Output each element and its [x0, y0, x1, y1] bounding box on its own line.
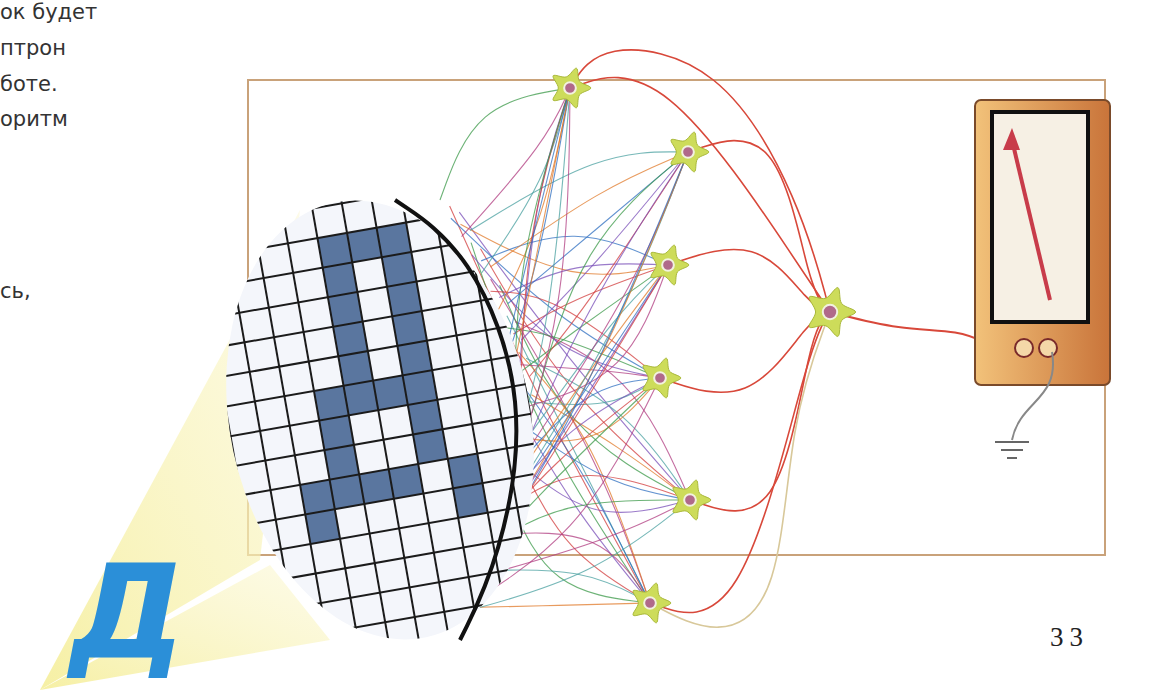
grid-line — [152, 368, 615, 450]
grid-line — [131, 250, 594, 332]
fibre — [530, 152, 688, 377]
grid-line — [183, 546, 646, 628]
grid-line — [531, 68, 646, 693]
neuron — [553, 68, 591, 108]
grid-line — [126, 221, 589, 303]
axon-wire — [690, 312, 830, 511]
grid-line — [204, 664, 667, 693]
fibre — [532, 152, 688, 413]
grid-line — [561, 63, 676, 693]
grid-line — [206, 126, 321, 693]
grid-line — [265, 115, 380, 693]
grid-line — [110, 132, 573, 214]
grid-line — [136, 280, 599, 362]
grid-line — [177, 131, 292, 693]
grid-line — [157, 398, 620, 480]
axon-wire — [650, 312, 830, 627]
fibre — [481, 236, 668, 265]
grid-line — [413, 89, 528, 693]
neuron — [633, 583, 671, 623]
fibre — [531, 395, 690, 500]
grid-line — [94, 43, 557, 125]
grid-line — [173, 487, 636, 569]
neuron — [671, 132, 709, 172]
grid-line — [178, 516, 641, 598]
body-text-fragment: ок будет — [0, 0, 97, 25]
grid-line — [121, 191, 584, 273]
axon-wire — [688, 141, 830, 312]
input-letter: Д — [70, 548, 186, 678]
ground-wire — [1012, 352, 1053, 440]
grid-line — [502, 74, 617, 693]
fibre — [499, 264, 668, 298]
meter — [975, 100, 1110, 385]
neuron — [651, 245, 689, 285]
grid-line — [199, 634, 662, 693]
fibre — [505, 328, 660, 378]
grid-line — [147, 339, 610, 421]
grid-line — [105, 103, 568, 185]
grid-line — [141, 309, 604, 391]
grid-line — [193, 605, 656, 687]
wires — [570, 50, 990, 627]
page-number: 33 — [1050, 622, 1089, 653]
fibre — [490, 152, 688, 267]
body-text-fragment: оритм — [0, 107, 68, 132]
grid-line — [324, 105, 439, 693]
fibre — [462, 88, 570, 237]
grid-line — [472, 79, 587, 693]
neuron — [673, 480, 711, 520]
grid-line — [115, 162, 578, 244]
grid-line — [236, 120, 351, 693]
fibre — [521, 152, 688, 340]
fibre — [523, 265, 668, 370]
grid-line — [167, 457, 630, 539]
fibre — [524, 265, 668, 443]
grid-line — [384, 94, 499, 693]
neuron — [643, 358, 681, 398]
fibre — [525, 468, 690, 513]
grid-line — [162, 428, 625, 510]
fibre — [511, 88, 570, 346]
fibre — [519, 152, 688, 486]
body-text-fragment: боте. — [0, 72, 58, 97]
grid-line — [295, 110, 410, 693]
axon-wire — [650, 312, 830, 613]
output-wire — [830, 312, 990, 345]
neuron — [809, 288, 856, 337]
body-text-fragment: птрон — [0, 36, 66, 61]
fibre — [518, 88, 570, 383]
fibre — [520, 462, 650, 603]
fibre — [529, 152, 688, 450]
fibre — [520, 88, 570, 419]
retina-rim — [395, 200, 516, 640]
ground-symbol — [995, 442, 1029, 458]
axon-wire — [668, 250, 830, 312]
grid-line — [100, 73, 563, 155]
body-text-fragment: сь, — [0, 279, 31, 304]
axon-wire — [570, 50, 830, 312]
grid-line — [188, 575, 651, 657]
